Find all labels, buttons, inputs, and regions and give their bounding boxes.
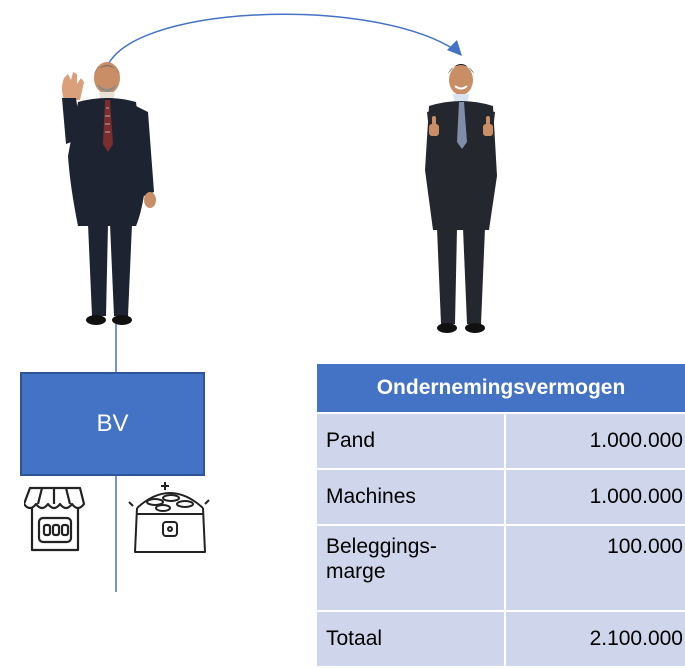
bv-label: BV <box>96 410 129 437</box>
table-header-row: Ondernemingsvermogen <box>317 364 685 414</box>
row-label: Machines <box>317 470 504 526</box>
older-man-waving-figure <box>62 62 156 325</box>
young-man-thumbs-up-figure <box>425 64 497 333</box>
row-value: 1.000.000 <box>504 414 685 470</box>
table-row: Pand 1.000.000 <box>317 414 685 470</box>
ondernemingsvermogen-table: Ondernemingsvermogen Pand 1.000.000 Mach… <box>317 364 685 668</box>
row-label: Beleggings- marge <box>317 526 504 612</box>
row-label: Totaal <box>317 612 504 668</box>
transfer-arrow-curve <box>105 13 456 71</box>
treasure-chest-icon <box>128 482 210 553</box>
row-value: 100.000 <box>504 526 685 612</box>
row-value: 2.100.000 <box>504 612 685 668</box>
shop-icon <box>24 486 86 552</box>
row-value: 1.000.000 <box>504 470 685 526</box>
table-header: Ondernemingsvermogen <box>317 364 685 414</box>
transfer-arrow-head <box>447 40 462 56</box>
row-label: Pand <box>317 414 504 470</box>
table-row: Beleggings- marge 100.000 <box>317 526 685 612</box>
bv-box: BV <box>20 372 205 476</box>
table-row: Machines 1.000.000 <box>317 470 685 526</box>
table-row-total: Totaal 2.100.000 <box>317 612 685 668</box>
